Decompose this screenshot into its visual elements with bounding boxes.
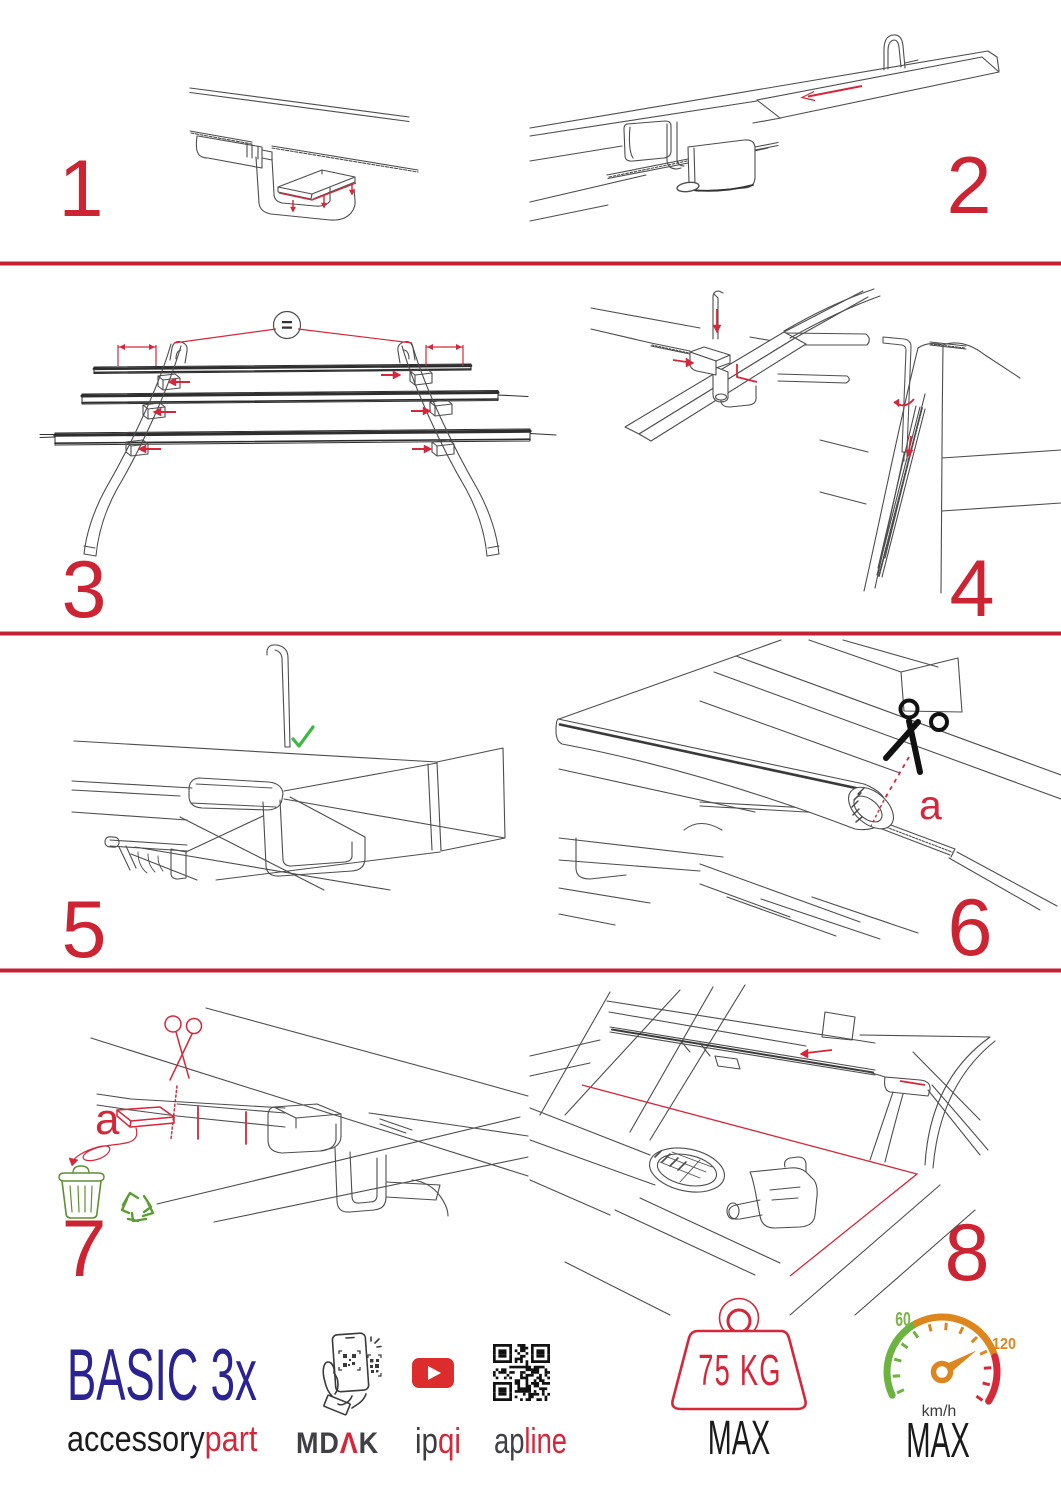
- svg-text:accessorypart: accessorypart: [67, 1420, 258, 1460]
- svg-text:ipqi: ipqi: [415, 1420, 461, 1460]
- svg-text:a: a: [919, 782, 942, 828]
- svg-text:apline: apline: [494, 1420, 567, 1461]
- svg-text:=: =: [281, 315, 293, 337]
- svg-text:3: 3: [61, 545, 106, 635]
- svg-text:4: 4: [949, 544, 994, 634]
- svg-text:MAX: MAX: [708, 1412, 770, 1465]
- svg-text:1: 1: [58, 144, 103, 234]
- svg-text:60: 60: [895, 1307, 911, 1330]
- svg-text:5: 5: [61, 885, 106, 975]
- svg-text:MAX: MAX: [906, 1412, 970, 1468]
- svg-text:2: 2: [946, 141, 991, 231]
- svg-text:7: 7: [61, 1204, 106, 1294]
- svg-text:8: 8: [944, 1208, 989, 1298]
- svg-text:km/h: km/h: [922, 1403, 957, 1420]
- svg-text:120: 120: [992, 1335, 1016, 1353]
- svg-text:6: 6: [947, 883, 992, 973]
- svg-text:a: a: [95, 1095, 120, 1144]
- svg-text:BASIC 3x: BASIC 3x: [67, 1335, 257, 1416]
- svg-text:MDΛK: MDΛK: [296, 1427, 379, 1461]
- svg-text:75 KG: 75 KG: [698, 1345, 782, 1394]
